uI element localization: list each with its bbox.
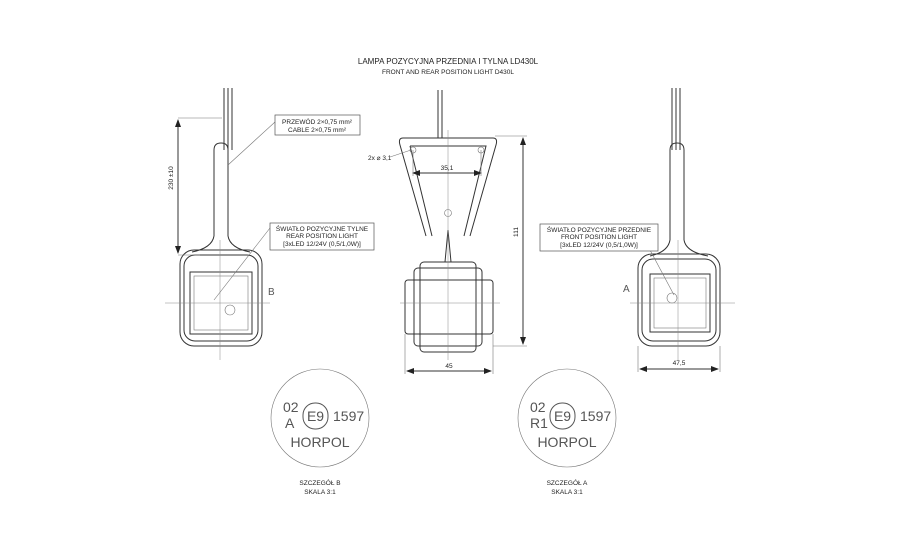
detail-b-brand: HORPOL [290, 434, 349, 450]
detail-a-scale: SKALA 3:1 [551, 489, 583, 496]
drawing-subtitle: FRONT AND REAR POSITION LIGHT D430L [382, 69, 514, 76]
dim-hole-spacing: 35,1 [441, 165, 454, 172]
callout-rear-en: REAR POSITION LIGHT [286, 233, 358, 240]
dim-width-mid: 45 [445, 363, 453, 370]
detail-a-caption: SZCZEGÓŁ A [547, 478, 588, 487]
callout-cable-en: CABLE 2×0,75 mm² [288, 127, 347, 134]
dim-holes: 2x ⌀ 3,1 [368, 155, 392, 162]
side-view: 35,1 2x ⌀ 3,1 111 45 [368, 90, 527, 374]
detail-b: 02 A E9 1597 HORPOL SZCZEGÓŁ B SKALA 3:1 [270, 368, 370, 496]
detail-b-line2: A [285, 415, 295, 431]
view-label-b: B [268, 287, 275, 298]
callout-rear-spec: [3xLED 12/24V (0,5/1,0W)] [283, 241, 361, 248]
detail-b-number: 1597 [333, 408, 364, 424]
detail-b-mark: E9 [307, 408, 324, 424]
rear-view: B 230 ±10 PRZEWÓD 2×0,75 mm² CABLE 2×0,7… [165, 88, 375, 360]
detail-b-scale: SKALA 3:1 [304, 489, 336, 496]
detail-a-mark: E9 [554, 408, 571, 424]
detail-a-brand: HORPOL [537, 434, 596, 450]
dim-height: 111 [513, 227, 520, 237]
detail-b-line1: 02 [283, 399, 299, 415]
drawing-title: LAMPA POZYCYJNA PRZEDNIA I TYLNA LD430L [358, 57, 539, 66]
callout-front-en: FRONT POSITION LIGHT [561, 234, 637, 241]
detail-a: 02 R1 E9 1597 HORPOL SZCZEGÓŁ A SKALA 3:… [517, 368, 617, 496]
dim-cable-length: 230 ±10 [168, 166, 175, 190]
detail-a-line1: 02 [530, 399, 546, 415]
detail-a-number: 1597 [580, 408, 611, 424]
front-view: A 47,5 ŚWIATŁO POZYCYJNE PRZEDNIE FRONT … [539, 88, 735, 372]
detail-a-line2: R1 [530, 415, 548, 431]
dim-width-right: 47,5 [673, 360, 686, 367]
callout-front-pl: ŚWIATŁO POZYCYJNE PRZEDNIE [547, 225, 652, 234]
view-label-a: A [623, 284, 630, 295]
callout-front-spec: [3xLED 12/24V (0,5/1,0W)] [560, 242, 638, 249]
detail-b-caption: SZCZEGÓŁ B [299, 478, 340, 487]
callout-cable-pl: PRZEWÓD 2×0,75 mm² [282, 117, 353, 126]
callout-rear-pl: ŚWIATŁO POZYCYJNE TYLNE [276, 224, 369, 233]
